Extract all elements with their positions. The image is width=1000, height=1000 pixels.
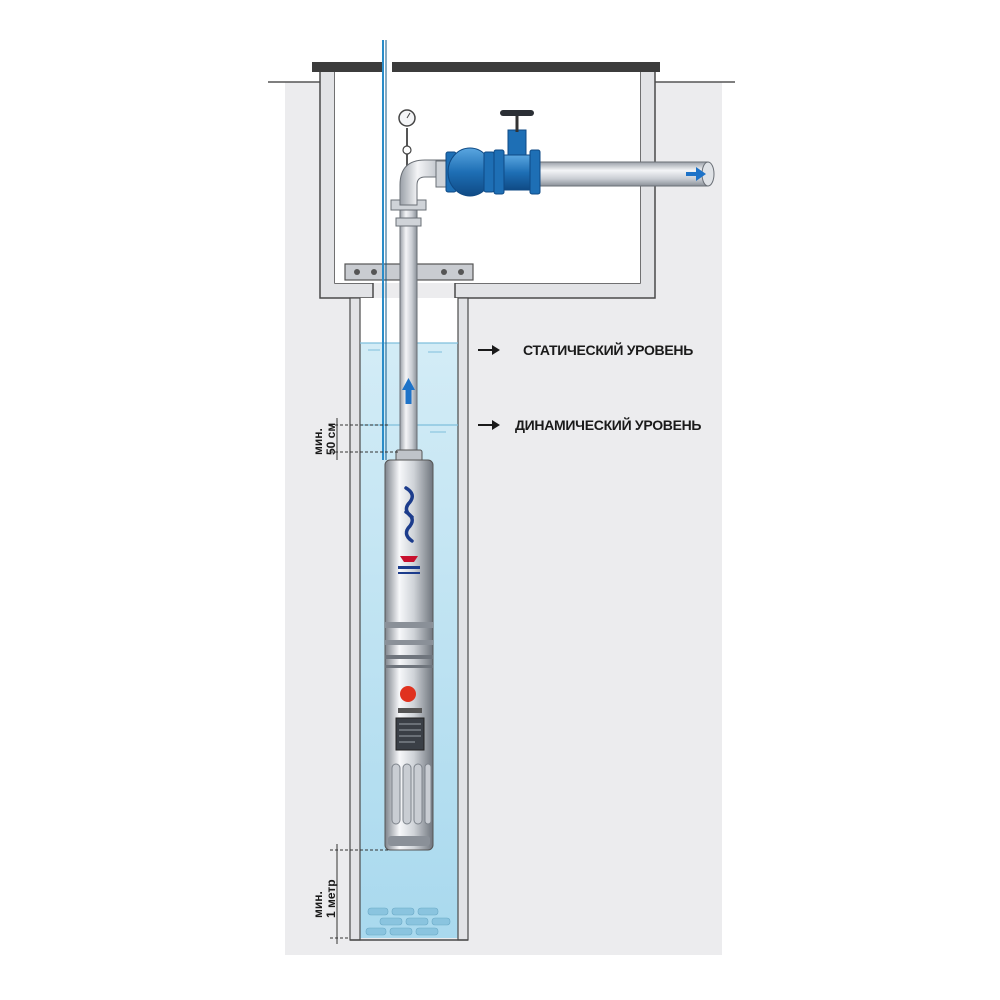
pressure-gauge-icon (398, 109, 416, 170)
discharge-pipe (539, 161, 709, 187)
flow-arrow-icon (686, 167, 706, 181)
chamber-top-right-cap (392, 62, 660, 72)
well-casing-right (457, 297, 469, 941)
pump-nameplate (395, 717, 425, 751)
riser-coupling (395, 217, 422, 227)
min-1m-label-line2: 1 метр (324, 879, 338, 918)
dimension-min-50cm (330, 418, 400, 460)
pump-nameplate-lines (399, 723, 421, 743)
pump-logo-icon (404, 486, 414, 543)
dynamic-level-label: ДИНАМИЧЕСКИЙ УРОВЕНЬ (515, 416, 701, 433)
static-level-label: СТАТИЧЕСКИЙ УРОВЕНЬ (523, 341, 693, 358)
up-arrow-icon (402, 378, 415, 404)
pump-brand-mark-icon (400, 556, 418, 562)
min-50cm-label-line1: мин. (311, 428, 325, 455)
gravel (365, 907, 451, 936)
riser-pipe (399, 204, 418, 456)
dynamic-level-arrow-icon (478, 420, 500, 430)
pump-motor-badge-icon (400, 686, 416, 702)
dimension-min-1m (330, 844, 390, 944)
static-level-arrow-icon (478, 345, 500, 355)
pump-motor-fins (391, 763, 432, 825)
check-valve (445, 147, 495, 197)
submersible-pump (384, 449, 434, 851)
min-1m-label-line1: мин. (311, 891, 325, 918)
chamber-top-left-cap (312, 62, 384, 72)
static-level-ticks (368, 349, 442, 353)
gate-valve (493, 110, 541, 195)
min-50cm-label-line2: 50 см (324, 423, 338, 455)
well-casing-left (349, 297, 361, 941)
